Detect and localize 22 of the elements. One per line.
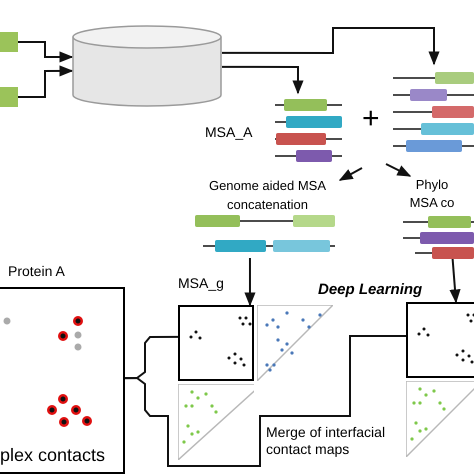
alignment-label: MSA_A xyxy=(205,124,252,140)
sequence-box xyxy=(0,32,18,52)
arrow xyxy=(222,27,440,66)
arrow xyxy=(386,163,412,177)
arrow xyxy=(222,66,304,94)
caption-text: Merge of interfacial contact maps xyxy=(266,424,386,457)
sequence-box xyxy=(0,87,18,107)
contact-map-box xyxy=(178,305,254,381)
arrow xyxy=(449,258,461,304)
method-label: Phylo MSA co xyxy=(410,177,454,210)
arrow xyxy=(338,167,362,181)
method-label: Genome aided MSA concatenation xyxy=(208,178,326,212)
plus-sign: + xyxy=(362,102,380,135)
arrow xyxy=(244,258,256,306)
contacts-label: plex contacts xyxy=(0,445,106,465)
protein-label: Protein A xyxy=(8,263,65,279)
contact-map-box xyxy=(406,302,474,378)
arrow xyxy=(18,65,74,98)
method-label: Deep Learning xyxy=(318,281,422,298)
connector-line xyxy=(125,334,406,467)
arrow xyxy=(18,41,74,63)
alignment-label: MSA_g xyxy=(178,275,224,291)
